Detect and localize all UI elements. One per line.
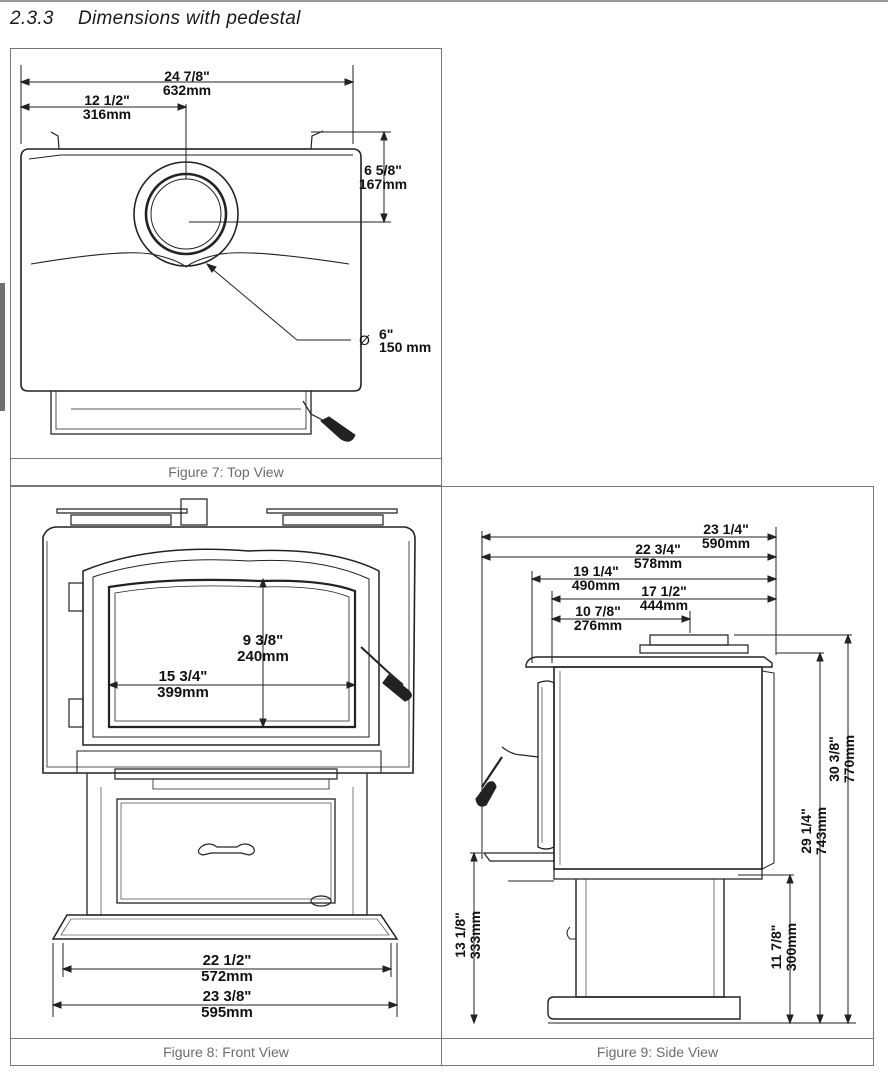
- overall-width-mm: 632mm: [163, 82, 211, 98]
- depth-2-in: 22 3/4": [635, 541, 681, 557]
- front-height-mm: 333mm: [467, 911, 483, 959]
- figure-front-view: 9 3/8" 240mm 15 3/4" 399mm 22 1/2" 572mm…: [10, 486, 442, 1066]
- depth-1-in: 23 1/4": [703, 521, 749, 537]
- side-view-drawing: 23 1/4" 590mm 22 3/4" 578mm 19 1/4" 490m…: [452, 521, 857, 1025]
- glass-height-in: 9 3/8": [243, 632, 283, 649]
- flue-diameter-in: 6": [379, 326, 393, 342]
- overall-width-in: 23 3/8": [203, 988, 252, 1005]
- base-width-in: 22 1/2": [203, 952, 252, 969]
- top-height-in: 29 1/4": [798, 808, 814, 854]
- half-width-mm: 316mm: [83, 106, 131, 122]
- total-height-in: 30 3/8": [826, 736, 842, 782]
- front-view-drawing: 9 3/8" 240mm 15 3/4" 399mm 22 1/2" 572mm…: [42, 498, 416, 1021]
- depth-3-mm: 490mm: [572, 577, 620, 593]
- figure-top-view: 24 7/8" 632mm 12 1/2" 316mm 6 5/8" 167mm…: [10, 48, 442, 486]
- depth-2-mm: 578mm: [634, 555, 682, 571]
- depth-5-in: 10 7/8": [575, 603, 621, 619]
- total-height-mm: 770mm: [841, 735, 857, 783]
- depth-4-mm: 444mm: [640, 597, 688, 613]
- base-width-mm: 572mm: [201, 968, 253, 985]
- diameter-symbol: Ø: [359, 332, 370, 348]
- flue-diameter-mm: 150 mm: [379, 339, 431, 355]
- flue-offset-in: 6 5/8": [364, 162, 402, 178]
- section-title: Dimensions with pedestal: [78, 8, 301, 29]
- glass-width-in: 15 3/4": [159, 668, 208, 685]
- top-rule: [0, 0, 888, 2]
- figure-8-caption: Figure 8: Front View: [11, 1038, 441, 1065]
- glass-height-mm: 240mm: [237, 648, 289, 665]
- glass-width-mm: 399mm: [157, 684, 209, 701]
- top-view-drawing: 24 7/8" 632mm 12 1/2" 316mm 6 5/8" 167mm…: [19, 65, 431, 442]
- depth-3-in: 19 1/4": [573, 563, 619, 579]
- top-height-mm: 743mm: [813, 807, 829, 855]
- flue-offset-mm: 167mm: [359, 176, 407, 192]
- section-heading: 2.3.3 Dimensions with pedestal: [10, 8, 301, 30]
- half-width-in: 12 1/2": [84, 92, 130, 108]
- overall-width-in: 24 7/8": [164, 68, 210, 84]
- overall-width-mm: 595mm: [201, 1004, 253, 1021]
- depth-5-mm: 276mm: [574, 617, 622, 633]
- figure-side-view: 23 1/4" 590mm 22 3/4" 578mm 19 1/4" 490m…: [441, 486, 874, 1066]
- figure-9-caption: Figure 9: Side View: [442, 1038, 873, 1065]
- section-number: 2.3.3: [10, 8, 54, 29]
- base-height-in: 11 7/8": [768, 925, 784, 970]
- base-height-mm: 300mm: [783, 923, 799, 971]
- front-height-in: 13 1/8": [452, 912, 468, 958]
- figure-7-caption: Figure 7: Top View: [11, 458, 441, 485]
- side-tab-marker: [0, 283, 5, 411]
- depth-4-in: 17 1/2": [641, 583, 687, 599]
- depth-1-mm: 590mm: [702, 535, 750, 551]
